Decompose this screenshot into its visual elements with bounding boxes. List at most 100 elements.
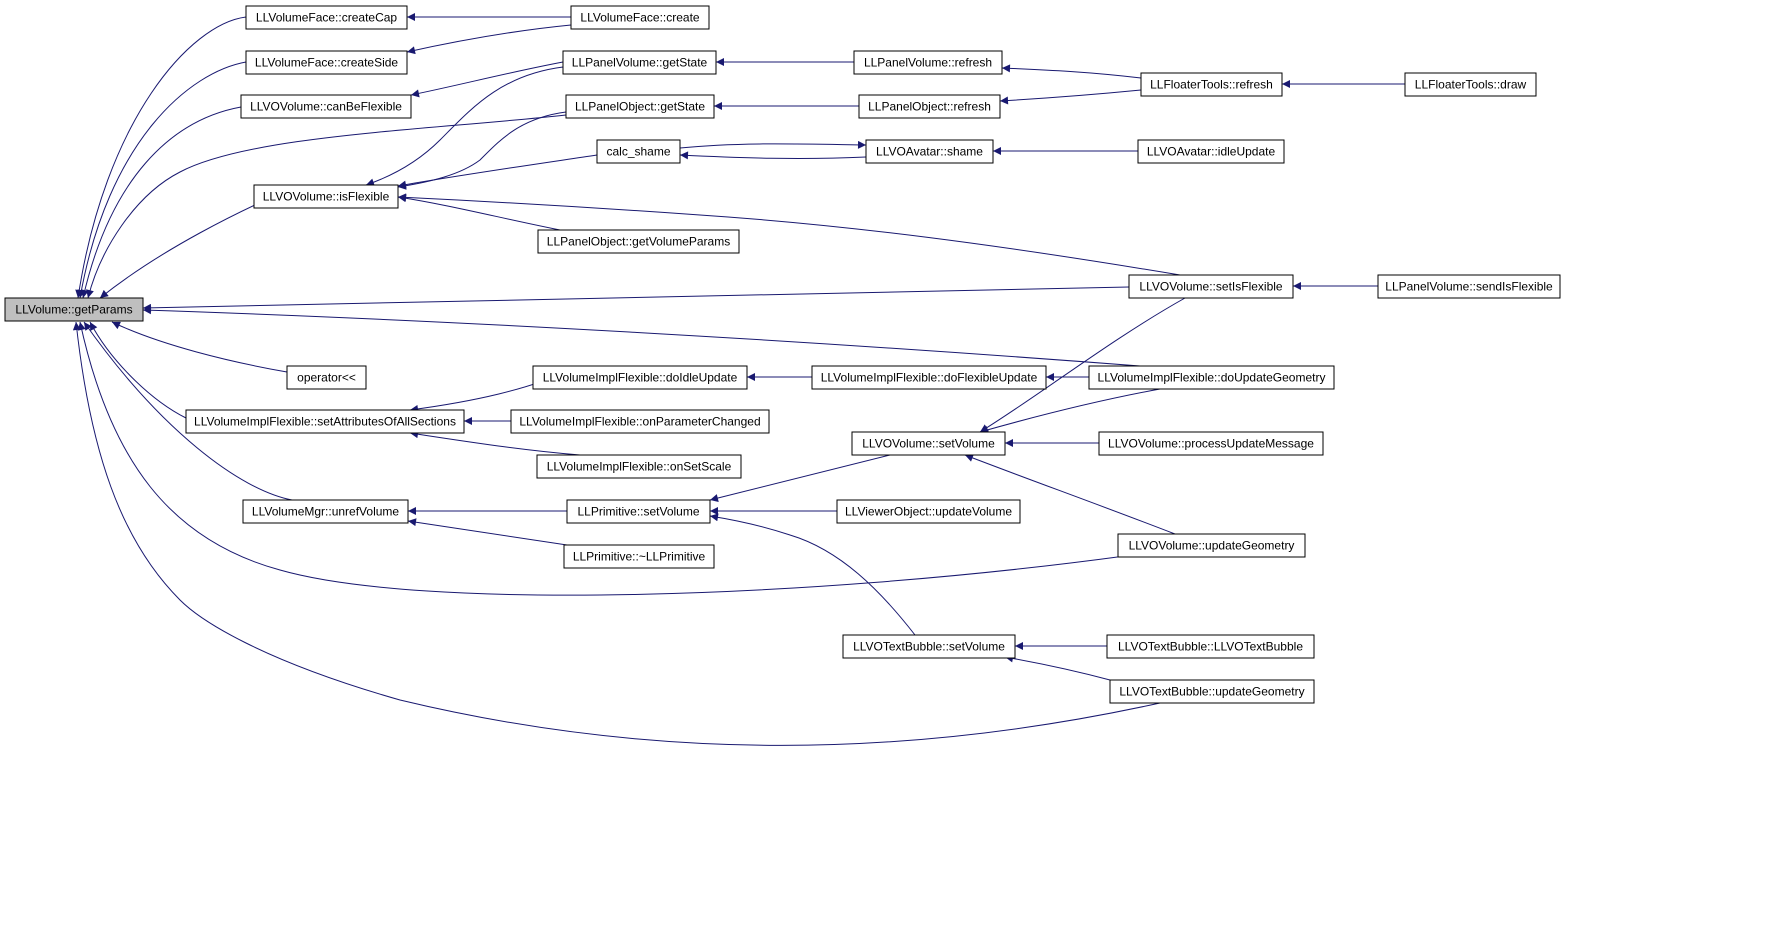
node-box[interactable]: [286, 365, 367, 390]
node-doFlexibleUpdate[interactable]: LLVolumeImplFlexible::doFlexibleUpdate: [811, 365, 1047, 390]
node-voUpdateGeometry[interactable]: LLVOVolume::updateGeometry: [1117, 533, 1306, 558]
node-box[interactable]: [565, 94, 715, 119]
node-voSetVolume[interactable]: LLVOVolume::setVolume: [851, 431, 1006, 456]
node-floaterDraw[interactable]: LLFloaterTools::draw: [1404, 72, 1537, 97]
node-label: LLPanelObject::refresh: [868, 100, 991, 114]
node-createSide[interactable]: LLVolumeFace::createSide: [245, 50, 408, 75]
edge-floaterRefresh-to-panelObjRefresh: [999, 89, 1142, 105]
edge-setIsFlexible-to-isFlexible: [397, 193, 1181, 276]
node-canBeFlexible[interactable]: LLVOVolume::canBeFlexible: [240, 94, 412, 119]
node-box[interactable]: [510, 409, 770, 434]
node-box[interactable]: [4, 297, 144, 322]
node-label: LLVOAvatar::shame: [876, 145, 983, 159]
node-box[interactable]: [858, 94, 1001, 119]
node-floaterRefresh[interactable]: LLFloaterTools::refresh: [1140, 72, 1283, 97]
edge-getVolumeParams-to-isFlexible: [397, 194, 561, 231]
node-onSetScale[interactable]: LLVolumeImplFlexible::onSetScale: [536, 454, 742, 479]
node-avatarShame[interactable]: LLVOAvatar::shame: [865, 139, 994, 164]
node-getVolumeParams[interactable]: LLPanelObject::getVolumeParams: [537, 229, 740, 254]
node-box[interactable]: [1128, 274, 1294, 299]
node-box[interactable]: [563, 544, 715, 569]
node-panelObjRefresh[interactable]: LLPanelObject::refresh: [858, 94, 1001, 119]
node-getParams[interactable]: LLVolume::getParams: [4, 297, 144, 322]
node-box[interactable]: [1137, 139, 1285, 164]
edge-panelVolGetState-to-isFlexible: [365, 66, 564, 187]
node-box[interactable]: [536, 454, 742, 479]
node-textBubbleCtor[interactable]: LLVOTextBubble::LLVOTextBubble: [1106, 634, 1315, 659]
node-box[interactable]: [253, 184, 399, 209]
edge-doUpdateGeometry-to-voSetVolume: [979, 388, 1161, 434]
node-label: LLVOTextBubble::updateGeometry: [1119, 685, 1304, 699]
edge-textBubbleUpdateGeometry-to-getParams: [72, 321, 1161, 746]
node-box[interactable]: [1088, 365, 1335, 390]
node-box[interactable]: [811, 365, 1047, 390]
node-textBubbleSetVolume[interactable]: LLVOTextBubble::setVolume: [842, 634, 1016, 659]
node-setIsFlexible[interactable]: LLVOVolume::setIsFlexible: [1128, 274, 1294, 299]
node-label: LLPrimitive::~LLPrimitive: [573, 550, 706, 564]
node-label: LLVOVolume::setIsFlexible: [1139, 280, 1283, 294]
node-isFlexible[interactable]: LLVOVolume::isFlexible: [253, 184, 399, 209]
node-label: LLVolumeMgr::unrefVolume: [252, 505, 400, 519]
node-processUpdateMessage[interactable]: LLVOVolume::processUpdateMessage: [1098, 431, 1324, 456]
node-box[interactable]: [532, 365, 748, 390]
node-setAttributes[interactable]: LLVolumeImplFlexible::setAttributesOfAll…: [185, 409, 465, 434]
node-label: LLVOVolume::processUpdateMessage: [1108, 437, 1314, 451]
node-onParameterChanged[interactable]: LLVolumeImplFlexible::onParameterChanged: [510, 409, 770, 434]
node-label: LLVOTextBubble::setVolume: [853, 640, 1005, 654]
node-calcShame[interactable]: calc_shame: [596, 139, 681, 164]
node-box[interactable]: [853, 50, 1003, 75]
node-label: LLVOVolume::setVolume: [862, 437, 995, 451]
node-box[interactable]: [596, 139, 681, 164]
node-box[interactable]: [1106, 634, 1315, 659]
node-label: LLVolumeImplFlexible::doFlexibleUpdate: [821, 371, 1038, 385]
edge-panelVolGetState-to-canBeFlexible: [410, 61, 564, 98]
node-box[interactable]: [245, 5, 408, 30]
node-label: LLVolumeImplFlexible::doUpdateGeometry: [1098, 371, 1326, 385]
node-box[interactable]: [570, 5, 710, 30]
node-viewerUpdateVolume[interactable]: LLViewerObject::updateVolume: [836, 499, 1021, 524]
node-box[interactable]: [1404, 72, 1537, 97]
node-box[interactable]: [566, 499, 711, 524]
node-box[interactable]: [185, 409, 465, 434]
node-label: calc_shame: [606, 145, 670, 159]
node-textBubbleUpdateGeometry[interactable]: LLVOTextBubble::updateGeometry: [1109, 679, 1315, 704]
node-operatorLL[interactable]: operator<<: [286, 365, 367, 390]
node-doUpdateGeometry[interactable]: LLVolumeImplFlexible::doUpdateGeometry: [1088, 365, 1335, 390]
node-panelVolGetState[interactable]: LLPanelVolume::getState: [562, 50, 717, 75]
node-box[interactable]: [1098, 431, 1324, 456]
node-box[interactable]: [1377, 274, 1561, 299]
node-box[interactable]: [562, 50, 717, 75]
node-box[interactable]: [842, 634, 1016, 659]
node-box[interactable]: [1117, 533, 1306, 558]
node-label: operator<<: [297, 371, 356, 385]
node-box[interactable]: [240, 94, 412, 119]
node-label: LLVolumeImplFlexible::doIdleUpdate: [543, 371, 738, 385]
node-unrefVolume[interactable]: LLVolumeMgr::unrefVolume: [242, 499, 409, 524]
edge-floaterRefresh-to-panelVolRefresh: [1001, 64, 1142, 79]
node-label: LLVolumeFace::create: [580, 11, 700, 25]
node-box[interactable]: [1109, 679, 1315, 704]
edge-unrefVolume-to-getParams: [83, 321, 293, 501]
node-box[interactable]: [245, 50, 408, 75]
node-panelObjGetState[interactable]: LLPanelObject::getState: [565, 94, 715, 119]
node-faceCreate[interactable]: LLVolumeFace::create: [570, 5, 710, 30]
node-label: LLVolumeImplFlexible::onSetScale: [547, 460, 732, 474]
edge-voUpdateGeometry-to-getParams: [77, 321, 1126, 596]
node-label: LLPrimitive::setVolume: [577, 505, 699, 519]
node-primDtor[interactable]: LLPrimitive::~LLPrimitive: [563, 544, 715, 569]
node-primSetVolume[interactable]: LLPrimitive::setVolume: [566, 499, 711, 524]
node-panelVolRefresh[interactable]: LLPanelVolume::refresh: [853, 50, 1003, 75]
node-box[interactable]: [242, 499, 409, 524]
node-box[interactable]: [836, 499, 1021, 524]
edge-calcShame-to-isFlexible: [397, 154, 598, 189]
node-box[interactable]: [537, 229, 740, 254]
node-avatarIdleUpdate[interactable]: LLVOAvatar::idleUpdate: [1137, 139, 1285, 164]
node-createCap[interactable]: LLVolumeFace::createCap: [245, 5, 408, 30]
node-box[interactable]: [851, 431, 1006, 456]
node-box[interactable]: [1140, 72, 1283, 97]
edge-voSetVolume-to-primSetVolume: [709, 454, 891, 502]
node-sendIsFlexible[interactable]: LLPanelVolume::sendIsFlexible: [1377, 274, 1561, 299]
node-box[interactable]: [865, 139, 994, 164]
node-doIdleUpdate[interactable]: LLVolumeImplFlexible::doIdleUpdate: [532, 365, 748, 390]
